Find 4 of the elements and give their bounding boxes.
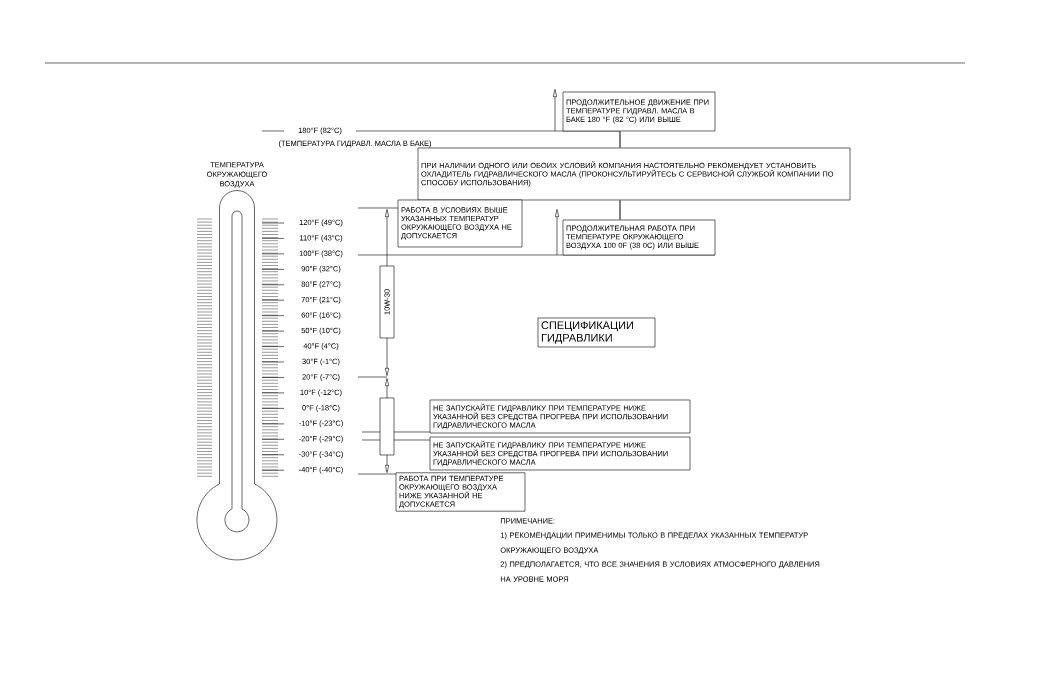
- connector-line: [619, 199, 621, 221]
- title-box: СПЕЦИФИКАЦИИ ГИДРАВЛИКИ: [537, 317, 656, 348]
- label-bar: [379, 397, 395, 456]
- connector-line: [619, 130, 621, 149]
